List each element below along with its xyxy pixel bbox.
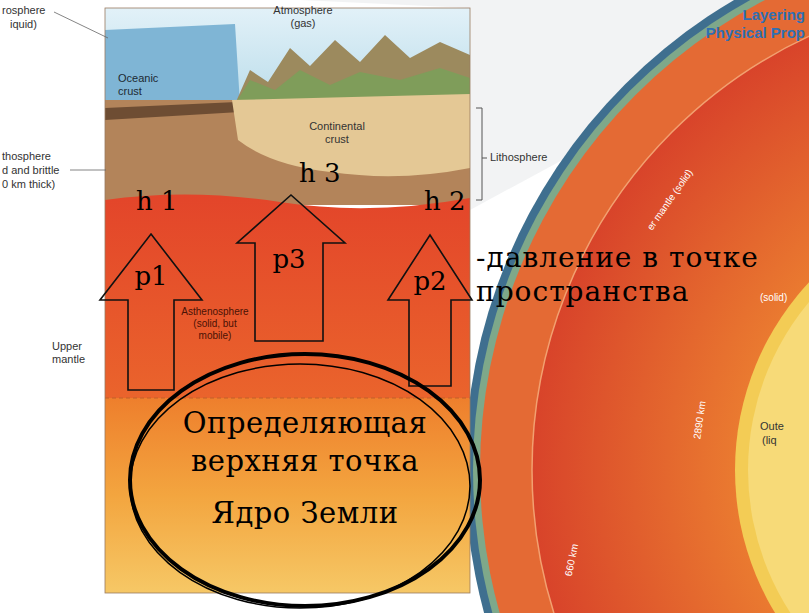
layer-label: Upper mantle	[52, 340, 100, 366]
layer-label: (solid)	[760, 292, 806, 304]
layer-label: d and brittle	[2, 164, 97, 177]
globe-section-part	[465, 0, 809, 613]
pressure-label: p2	[400, 265, 460, 297]
layer-label: thosphere	[2, 150, 97, 163]
layer-block-part	[105, 398, 470, 593]
layer-label: 0 km thick)	[2, 178, 97, 191]
layer-label: Oceanic crust	[118, 72, 173, 98]
depth-label: 2890 km	[691, 400, 708, 440]
layer-block-part	[105, 398, 470, 399]
pressure-label: p3	[255, 243, 323, 275]
layer-label: Asthenosphere (solid, but mobile)	[178, 306, 252, 342]
layer-label: Oute	[760, 420, 806, 433]
ellipse-thin-ring	[130, 364, 470, 608]
layer-block-part	[105, 102, 240, 120]
layer-label: Atmosphere (gas)	[268, 4, 338, 30]
layer-label: rosphere	[2, 4, 72, 17]
leader-lines-part	[54, 12, 108, 38]
globe-section-part	[473, 0, 809, 613]
leader-lines-part	[482, 158, 487, 159]
ellipse-outline	[128, 352, 482, 610]
pressure-label: p1	[116, 260, 186, 292]
leader-lines	[54, 12, 487, 200]
layer-block-part	[105, 194, 470, 400]
layer-block-part	[235, 35, 470, 104]
layer-block-part	[232, 94, 470, 176]
height-label: h 3	[299, 158, 347, 189]
layer-label: er mantle (solid)	[645, 167, 696, 233]
heading-text: Physical Prop	[628, 24, 805, 42]
ellipse-shape: Определяющая верхняя точкаЯдро Земли	[128, 352, 482, 610]
height-label: h 2	[424, 186, 470, 217]
arrow-shape: p2-давление в точке пространства	[386, 233, 474, 388]
depth-label: 660 km	[563, 543, 582, 578]
globe-section	[465, 0, 809, 613]
layer-label: (liq	[762, 434, 806, 447]
layer-label: Continental crust	[300, 120, 374, 146]
circle-text: Определяющая верхняя точка	[155, 404, 455, 480]
layer-label: iquid)	[10, 18, 72, 31]
leader-lines-part	[476, 108, 482, 200]
layer-label: Lithosphere	[490, 151, 580, 164]
arrow-outline	[386, 233, 474, 388]
arrow-outline-path	[237, 195, 345, 341]
ellipse-thick-ring	[130, 354, 480, 606]
height-label: h 1	[136, 186, 184, 217]
layer-block-part	[105, 24, 240, 110]
pressure-note: -давление в точке пространства	[476, 241, 804, 309]
layer-block	[105, 8, 470, 593]
arrow-outline-path	[388, 235, 472, 386]
circle-text: Ядро Земли	[155, 494, 455, 532]
arrow-shape: p3	[235, 193, 347, 343]
heading-text: Layering	[700, 6, 805, 24]
layer-block-part	[105, 8, 470, 593]
leader-lines-part	[70, 170, 106, 171]
